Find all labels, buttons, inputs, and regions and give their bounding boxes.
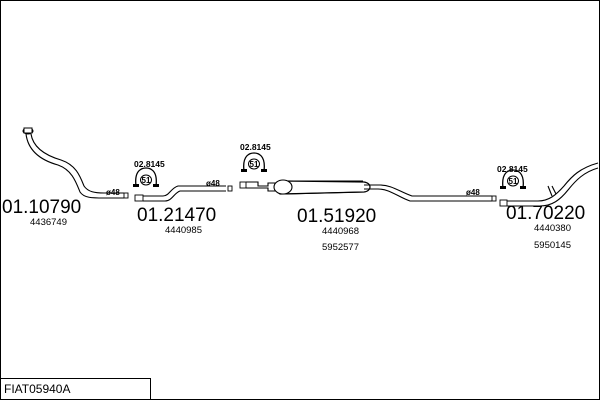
diagram-code: FIAT05940A (4, 382, 70, 396)
diameter-label-1: ø48 (106, 188, 120, 197)
oem-number-1a: 4436749 (30, 217, 67, 228)
oem-number-2a: 4440985 (165, 225, 202, 236)
diameter-label-3: ø48 (466, 188, 480, 197)
intermediate-pipe-shape (134, 185, 233, 202)
diameter-label-2: ø48 (206, 179, 220, 188)
clamp-1-shape (133, 167, 159, 187)
clamp-symbol-3: 51 (509, 177, 518, 186)
clamp-code-2: 02.8145 (240, 142, 271, 152)
clamp-symbol-2: 51 (250, 160, 259, 169)
part-number-3: 01.51920 (297, 206, 376, 227)
part-number-4: 01.70220 (506, 203, 585, 224)
clamp-3-shape (500, 169, 526, 189)
main-muffler-shape (239, 179, 497, 202)
rear-pipe-shape (499, 162, 599, 207)
front-pipe-shape (22, 127, 129, 199)
oem-number-3a: 4440968 (322, 226, 359, 237)
part-number-2: 01.21470 (137, 205, 216, 226)
clamp-symbol-1: 51 (142, 176, 151, 185)
part-number-1: 01.10790 (2, 197, 81, 218)
clamp-code-1: 02.8145 (134, 159, 165, 169)
clamp-2-shape (241, 152, 267, 172)
oem-number-4b: 5950145 (534, 240, 571, 251)
oem-number-3b: 5952577 (322, 242, 359, 253)
clamp-code-3: 02.8145 (497, 164, 528, 174)
oem-number-4a: 4440380 (534, 223, 571, 234)
